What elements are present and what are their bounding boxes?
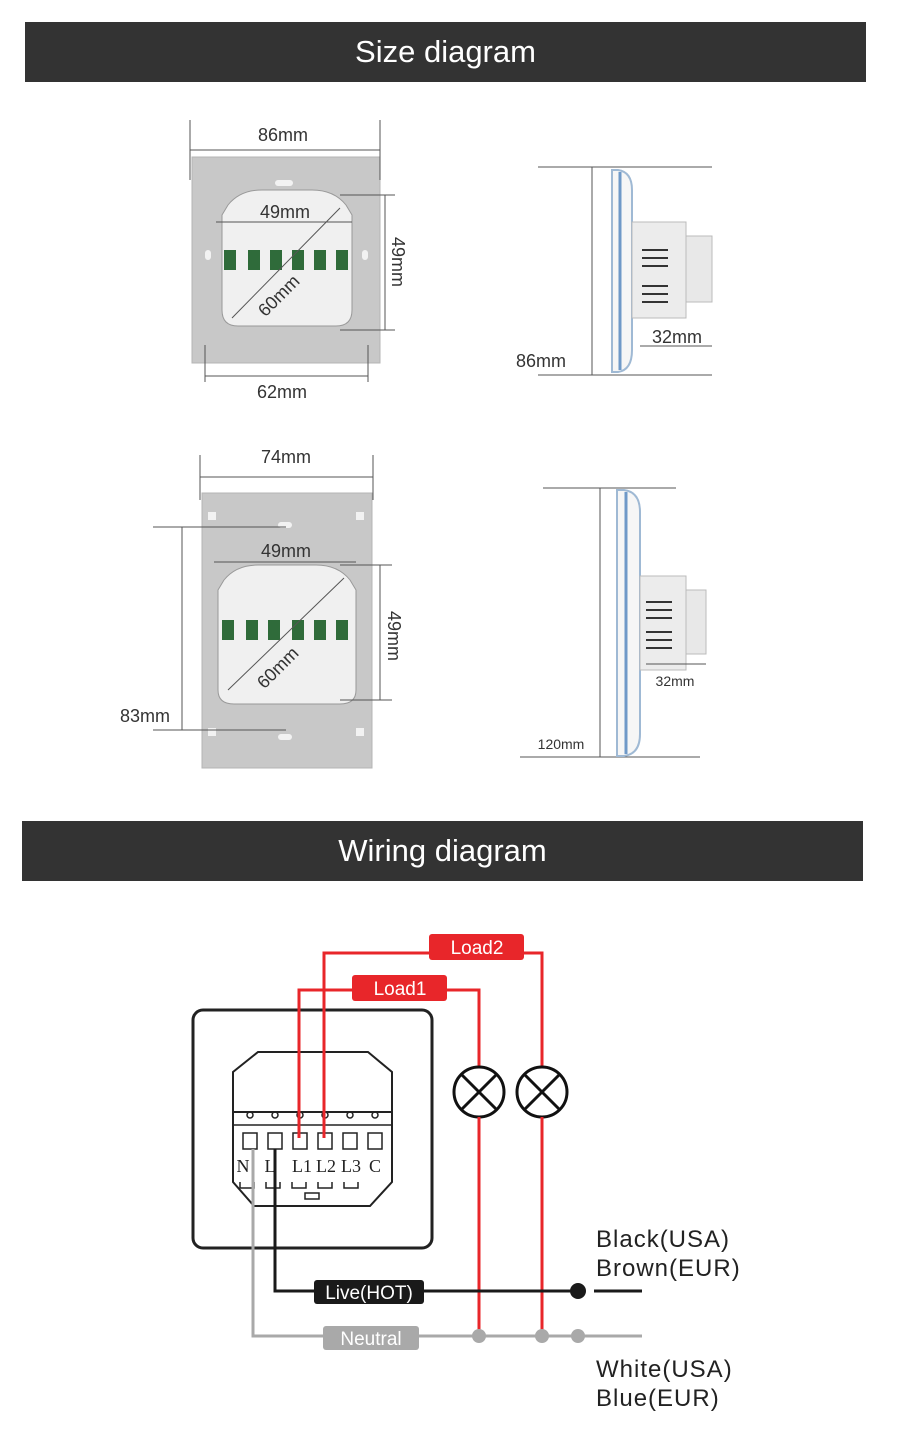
bottom-front-width-label: 74mm: [261, 447, 311, 467]
top-front-view: 86mm 49mm 49mm 60mm 62mm: [189, 120, 408, 402]
live-terminal-dot: [570, 1283, 586, 1299]
terminal-label-l1: L1: [292, 1156, 312, 1176]
top-side-panel: [611, 169, 633, 373]
top-side-body: [631, 221, 687, 319]
load1-tag: [352, 975, 447, 1001]
live-wire: [273, 1149, 578, 1293]
live-color-label-1: Black(USA): [596, 1226, 730, 1253]
bottom-side-view: 32mm 120mm: [520, 487, 707, 758]
terminal-label-n: N: [237, 1156, 250, 1176]
bottom-side-body: [639, 575, 687, 671]
bottom-side-panel: [616, 489, 641, 757]
top-front-bottom-width-label: 62mm: [257, 382, 307, 402]
neutral-terminal-dot: [571, 1329, 585, 1343]
terminal-label-c: C: [369, 1156, 381, 1176]
live-tag-label: Live(HOT): [325, 1283, 413, 1304]
top-side-height-label: 86mm: [516, 351, 566, 371]
bottom-front-terminals: [222, 620, 348, 640]
terminal-screws: [242, 1132, 383, 1150]
top-side-depth-label: 32mm: [652, 327, 702, 347]
top-front-slot: [275, 180, 293, 186]
neutral-tag-label: Neutral: [340, 1329, 401, 1350]
bottom-side-depth-label: 32mm: [656, 673, 695, 689]
terminal-label-l2: L2: [316, 1156, 336, 1176]
top-front-slot-right: [362, 250, 368, 260]
load2-tag: [429, 934, 524, 960]
bottom-front-inner-width-label: 49mm: [261, 541, 311, 561]
terminal-label-l: L: [265, 1156, 276, 1176]
bottom-side-height-label: 120mm: [538, 736, 585, 752]
live-tag: [314, 1280, 424, 1304]
top-side-view: 32mm 86mm: [516, 166, 713, 376]
load2-tag-label: Load2: [451, 938, 504, 959]
bottom-front-view: 74mm 49mm 49mm 60mm 83mm: [120, 447, 404, 769]
size-diagram-title: Size diagram: [355, 34, 536, 69]
wiring-diagram: N L L1 L2 L3 C Neutral: [191, 934, 741, 1412]
switch-module-top: [232, 1051, 393, 1113]
bottom-front-hole-spacing-label: 83mm: [120, 706, 170, 726]
neutral-color-label-2: Blue(EUR): [596, 1385, 720, 1412]
size-diagram-banner: Size diagram: [25, 22, 866, 82]
top-front-width-label: 86mm: [258, 125, 308, 145]
top-front-inner-height-label: 49mm: [388, 237, 408, 287]
neutral-wire: [251, 1149, 642, 1338]
top-front-slot-left: [205, 250, 211, 260]
load1-tag-label: Load1: [374, 979, 427, 1000]
top-front-module: [221, 189, 353, 327]
lamp-1-icon: [452, 1065, 506, 1119]
top-front-terminals: [224, 250, 348, 270]
neutral-tag: [323, 1326, 419, 1350]
lamp-2-icon: [515, 1065, 569, 1119]
terminal-label-l3: L3: [341, 1156, 361, 1176]
neutral-color-label-1: White(USA): [596, 1356, 733, 1383]
live-color-label-2: Brown(EUR): [596, 1255, 741, 1282]
top-front-inner-width-label: 49mm: [260, 202, 310, 222]
bottom-front-inner-height-label: 49mm: [384, 611, 404, 661]
wiring-diagram-title: Wiring diagram: [338, 833, 547, 868]
wiring-diagram-banner: Wiring diagram: [22, 821, 863, 881]
